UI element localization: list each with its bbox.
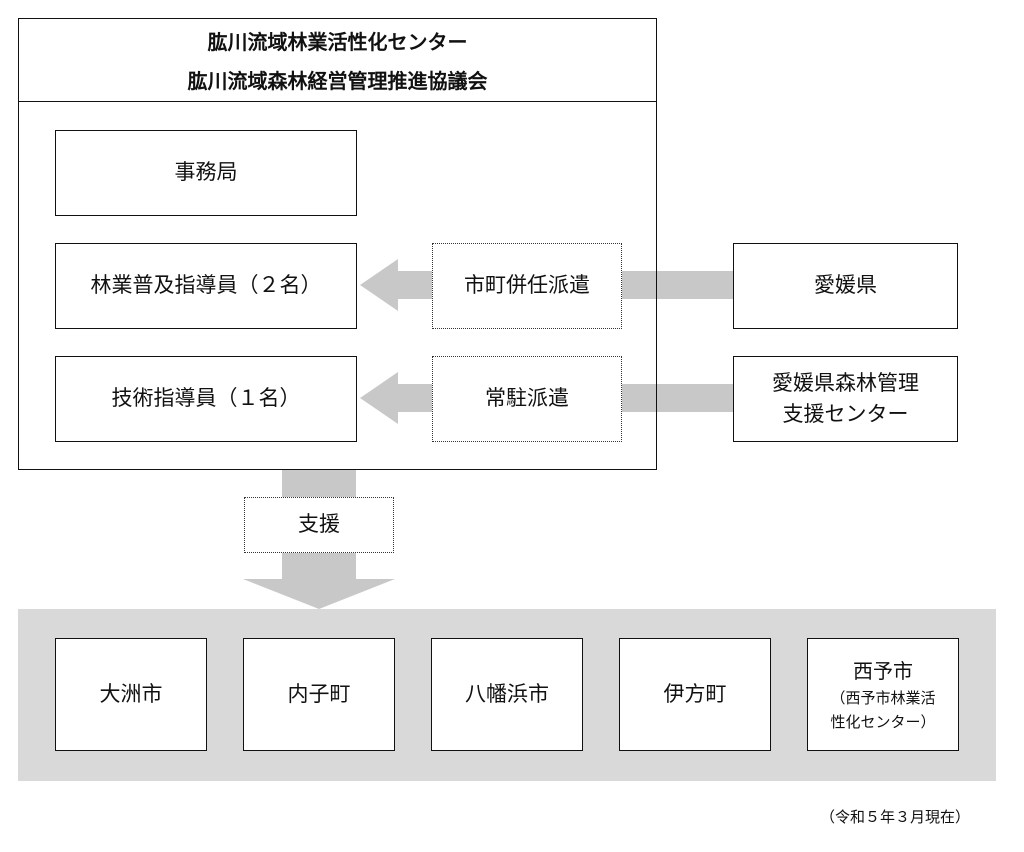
forest-support-center-line1: 愛媛県森林管理 xyxy=(772,370,919,395)
arrow-left-technical xyxy=(360,372,433,424)
resident-dispatch-label: 常駐派遣 xyxy=(432,356,622,442)
ehime-prefecture-box: 愛媛県 xyxy=(733,243,958,329)
seiyo-city-label: 西予市 xyxy=(853,658,913,683)
arrow-left-advisor xyxy=(360,259,433,311)
center-title-area: 肱川流域林業活性化センター 肱川流域森林経営管理推進協議会 xyxy=(18,18,657,102)
secretariat-box: 事務局 xyxy=(55,130,357,216)
support-label: 支援 xyxy=(244,497,394,553)
seiyo-sub-line1: （西予市林業活 xyxy=(830,688,936,707)
forestry-advisor-box: 林業普及指導員（２名） xyxy=(55,243,357,329)
forest-support-center-line2: 支援センター xyxy=(782,402,909,426)
ikata-town-box: 伊方町 xyxy=(619,638,771,751)
yawatahama-city-box: 八幡浜市 xyxy=(431,638,583,751)
forest-support-center-box: 愛媛県森林管理 支援センター xyxy=(733,356,958,442)
ozu-city-box: 大洲市 xyxy=(55,638,207,751)
technical-advisor-box: 技術指導員（１名） xyxy=(55,356,357,442)
uchiko-town-box: 内子町 xyxy=(243,638,395,751)
seiyo-sub-line2: 性化センター） xyxy=(830,712,936,731)
center-outer-box xyxy=(18,18,657,470)
connector-bar-forest-center xyxy=(620,384,735,412)
connector-bar-ehime xyxy=(620,271,735,299)
center-title-line2: 肱川流域森林経営管理推進協議会 xyxy=(187,68,488,93)
concurrent-dispatch-label: 市町併任派遣 xyxy=(432,243,622,329)
seiyo-city-box: 西予市 （西予市林業活 性化センター） xyxy=(807,638,959,751)
as-of-note: （令和５年３月現在） xyxy=(819,808,970,826)
center-title-line1: 肱川流域林業活性化センター xyxy=(207,29,468,54)
